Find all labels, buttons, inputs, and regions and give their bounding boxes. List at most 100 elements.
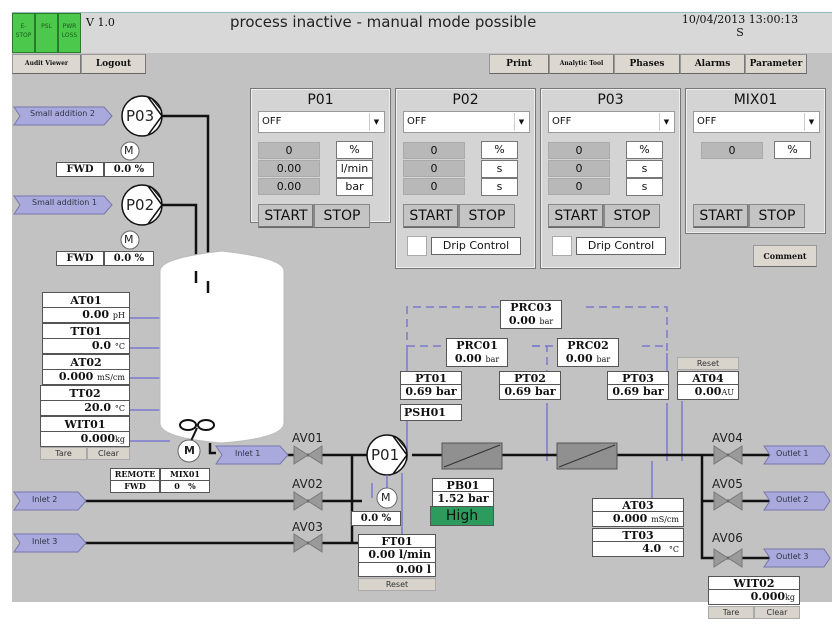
p01-mode-select[interactable]: OFF▼ [258,111,385,133]
outlet-3-label[interactable]: Outlet 3 [776,552,809,561]
comment-button[interactable]: Comment [753,245,817,267]
p03-off-time-value[interactable]: 0 [548,178,610,195]
tt01-value: 0.0 [91,339,112,352]
p03-speed: 0.0 % [104,162,154,177]
mix01-stop-button[interactable]: STOP [749,204,805,228]
mix01-start-button[interactable]: START [693,204,749,228]
hmi-screen: E-STOP PSL PWR LOSS V 1.0 process inacti… [12,12,832,619]
mix01-mode-select[interactable]: OFF▼ [693,111,820,133]
mixer-direction: FWD [110,480,160,493]
pump-p03-label[interactable]: P03 [126,107,155,125]
at01-unit: pH [112,311,125,320]
inlet-1-tag [215,445,289,465]
valve-av04-icon [713,445,743,465]
logout-button[interactable]: Logout [81,54,146,74]
p01-speed-unit: % [336,141,373,159]
tt03-readout: TT03 4.0 °C [592,528,684,557]
at04-reset-button[interactable]: Reset [677,357,739,370]
tt03-unit: °C [668,545,679,554]
control-loop-lines [406,306,668,379]
small-addition-1-tag [13,195,113,215]
pt02-value: 0.69 [504,385,532,398]
wit02-tare-button[interactable]: Tare [708,606,754,619]
p02-on-time-value[interactable]: 0 [403,160,465,177]
valve-av03-icon [293,533,323,553]
parameter-button[interactable]: Parameter [745,54,807,74]
p02-mode-select[interactable]: OFF ▼ [403,111,530,133]
inlet-2-label[interactable]: Inlet 2 [32,495,58,504]
outlet-2-label[interactable]: Outlet 2 [776,495,809,504]
ft01-total-unit: l [426,563,431,576]
dropdown-arrow-icon[interactable]: ▼ [369,113,383,131]
pt03-value: 0.69 [612,385,640,398]
p03-on-time-value[interactable]: 0 [548,160,610,177]
valve-av03-label[interactable]: AV03 [292,520,323,534]
wit02-readout: WIT02 0.000kg [708,576,800,605]
p01-pressure-value[interactable]: 0.00 [258,178,320,195]
pb01-tag: PB01 [433,479,493,492]
p01-pressure-unit: bar [336,178,373,196]
mix01-speed-value[interactable]: 0 [701,142,763,159]
pump-p02-label[interactable]: P02 [126,196,155,214]
flow-tags [13,106,831,568]
dropdown-arrow-icon[interactable]: ▼ [514,113,528,131]
valve-av05-label[interactable]: AV05 [712,477,743,491]
valve-av04-label[interactable]: AV04 [712,431,743,445]
dropdown-arrow-icon[interactable]: ▼ [659,113,673,131]
alarms-button[interactable]: Alarms [680,54,745,74]
at03-unit: mS/cm [651,515,679,524]
p03-drip-control-label: Drip Control [576,237,666,255]
valve-av01-label[interactable]: AV01 [292,431,323,445]
p03-mode-select[interactable]: OFF ▼ [548,111,675,133]
print-button[interactable]: Print [489,54,549,74]
p03-start-button[interactable]: START [548,204,604,228]
wit01-readout: WIT01 0.000kg [40,416,130,447]
outlet-3-tag [763,548,831,568]
at02-value-row: 0.000 mS/cm [43,370,129,384]
p02-stop-button[interactable]: STOP [459,204,515,228]
wit01-tare-button[interactable]: Tare [40,447,87,460]
prc01-value: 0.00 [454,352,482,365]
p03-drip-control-checkbox[interactable] [552,236,572,256]
p01-start-button[interactable]: START [258,204,314,228]
prc03-tag: PRC03 [510,301,552,314]
pt01-tag: PT01 [401,372,461,385]
phases-button[interactable]: Phases [614,54,680,74]
inlet-3-label[interactable]: Inlet 3 [32,537,58,546]
mixer-speed: 0 % [160,480,210,493]
p02-speed-value[interactable]: 0 [403,142,465,159]
ft01-total-row: 0.00 l [359,562,435,576]
p02-off-time-value[interactable]: 0 [403,178,465,195]
p02-speed: 0.0 % [104,251,154,266]
wit01-clear-button[interactable]: Clear [87,447,130,460]
p02-direction: FWD [56,251,104,266]
p03-direction: FWD [56,162,104,177]
pump-p01-label[interactable]: P01 [371,446,400,464]
tt02-tag: TT02 [41,386,129,401]
valve-av02-label[interactable]: AV02 [292,477,323,491]
p03-mode-value: OFF [552,116,572,127]
wit02-clear-button[interactable]: Clear [754,606,800,619]
p03-off-time-unit: s [626,178,663,196]
p01-speed-value[interactable]: 0 [258,142,320,159]
valve-av06-label[interactable]: AV06 [712,531,743,545]
inlet-1-label[interactable]: Inlet 1 [235,449,261,458]
p03-speed-value[interactable]: 0 [548,142,610,159]
p02-mode-value: OFF [407,116,427,127]
audit-viewer-button[interactable]: Audit Viewer [12,54,81,74]
ft01-reset-button[interactable]: Reset [358,578,436,591]
p02-drip-control-checkbox[interactable] [407,236,427,256]
at02-unit: mS/cm [97,373,125,382]
p01-flow-value[interactable]: 0.00 [258,160,320,177]
at02-tag: AT02 [43,355,129,370]
pt02-tag: PT02 [500,372,560,385]
analytic-tool-button[interactable]: Analytic Tool [549,54,614,74]
outlet-1-label[interactable]: Outlet 1 [776,449,809,458]
p03-stop-button[interactable]: STOP [604,204,660,228]
p01-stop-button[interactable]: STOP [314,204,370,228]
ft01-flow-value: 0.00 [368,548,396,561]
panel-p01: P01 OFF▼ 0 % 0.00 l/min 0.00 bar START S… [250,88,391,228]
dropdown-arrow-icon[interactable]: ▼ [804,113,818,131]
at02-value: 0.000 [58,370,94,383]
p02-start-button[interactable]: START [403,204,459,228]
